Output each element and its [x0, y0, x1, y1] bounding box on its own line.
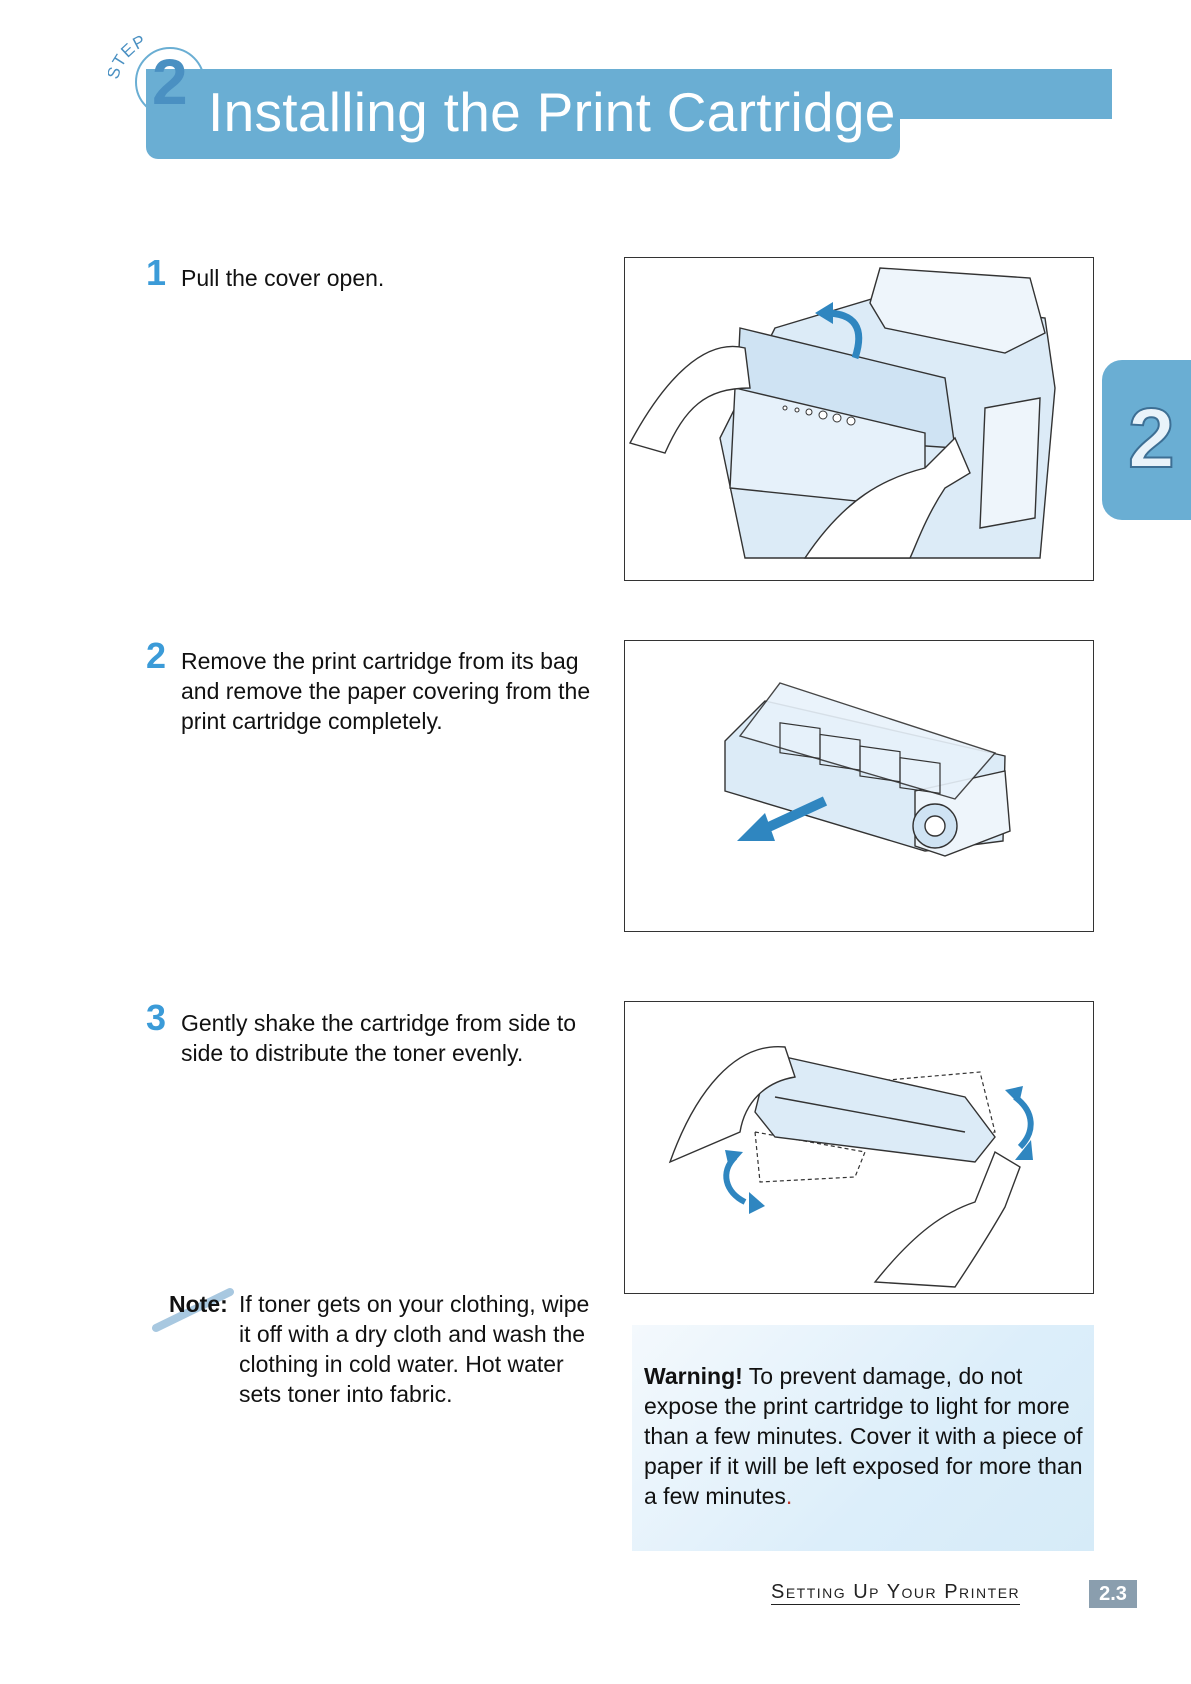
warning-text-block: Warning! To prevent damage, do not expos…	[644, 1361, 1084, 1511]
note-label: Note:	[169, 1291, 228, 1317]
page-number: 2.3	[1089, 1580, 1137, 1608]
cartridge-unwrap-illustration	[724, 682, 1011, 857]
step-2-text: Remove the print cartridge from its bag …	[181, 648, 591, 734]
header-bar-extension	[900, 69, 1112, 119]
header-bar	[146, 69, 900, 159]
warning-text: To prevent damage, do not expose the pri…	[644, 1363, 1083, 1509]
step-badge-word: STEP	[108, 31, 149, 81]
figure-shake-cartridge	[624, 1001, 1094, 1294]
cartridge-shake-illustration	[668, 1046, 1034, 1288]
step-badge-number: 2	[152, 46, 188, 118]
step-3-number: 3	[146, 997, 167, 1038]
chapter-tab: 2	[1102, 360, 1191, 520]
chapter-tab-number: 2	[1127, 390, 1176, 486]
footer-section-title: Setting Up Your Printer	[771, 1581, 1021, 1605]
step-badge-circle	[135, 47, 205, 117]
step-2-number: 2	[146, 635, 167, 676]
step-1-number: 1	[146, 252, 167, 293]
note-pen-mark	[152, 1288, 234, 1332]
printer-open-cover-illustration	[628, 267, 1056, 559]
warning-label: Warning!	[644, 1363, 743, 1389]
step-badge: STEP 2	[108, 31, 205, 118]
warning-end: .	[785, 1483, 793, 1509]
figure-open-cover	[624, 257, 1094, 581]
page-title: Installing the Print Cartridge	[208, 81, 896, 143]
step-1-text: Pull the cover open.	[181, 265, 385, 291]
note-text: If toner gets on your clothing, wipe it …	[239, 1291, 590, 1407]
figure-remove-cartridge	[624, 640, 1094, 932]
warning-box: Warning! To prevent damage, do not expos…	[632, 1325, 1094, 1551]
step-3-text: Gently shake the cartridge from side to …	[181, 1010, 577, 1066]
